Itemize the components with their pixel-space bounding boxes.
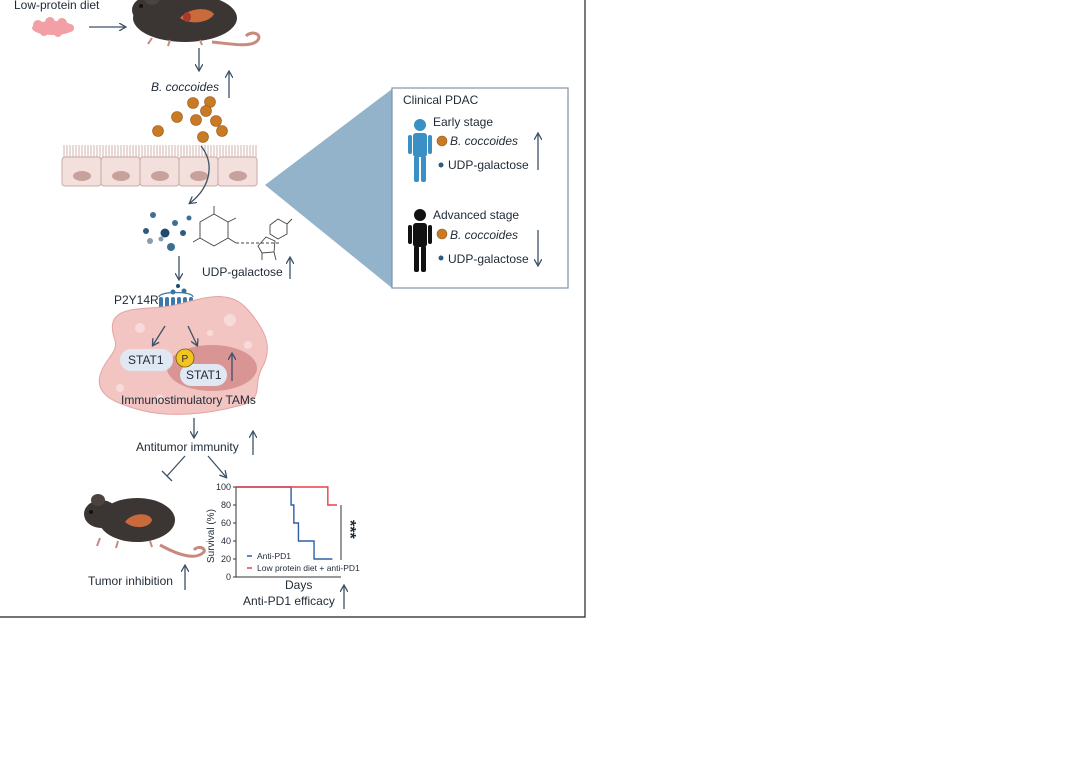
advanced-metabolite-icon — [438, 255, 444, 261]
legend-label-anti-pd1: Anti-PD1 — [257, 551, 291, 561]
series-line-anti-pd1 — [236, 486, 333, 560]
diet-label: Low-protein diet — [14, 0, 100, 12]
stat1-box — [120, 349, 173, 371]
legend-label-combo: Low protein diet + anti-PD1 — [257, 563, 360, 573]
udp-galactose-structure-icon — [192, 206, 293, 261]
significance-stars: *** — [341, 520, 358, 539]
mouse-bottom-icon — [84, 494, 206, 558]
tam-label: Immunostimulatory TAMs — [121, 393, 256, 407]
tumor-label: Tumor inhibition — [88, 574, 173, 588]
udp-galactose-molecules-icon — [143, 212, 192, 251]
advanced-stage-label: Advanced stage — [433, 208, 519, 222]
stat1-label: STAT1 — [128, 353, 164, 367]
diet-food-icon — [32, 17, 74, 37]
receptor-to-pstat1-arrow — [187, 325, 197, 345]
early-stage-person-icon — [408, 119, 432, 182]
bacteria-label: B. coccoides — [151, 80, 219, 94]
early-bacteria-icon — [436, 135, 448, 147]
metabolite-label: UDP-galactose — [202, 265, 283, 279]
chart-x-axis-label: Days — [285, 578, 312, 592]
immunity-inhibits-tumor-arrow — [161, 455, 186, 482]
immunity-label: Antitumor immunity — [136, 440, 239, 454]
chart-y-axis-label: Survival (%) — [206, 509, 217, 563]
clinical-title: Clinical PDAC — [403, 93, 479, 107]
efficacy-label: Anti-PD1 efficacy — [243, 594, 335, 608]
early-bacteria-label: B. coccoides — [450, 134, 518, 148]
figure-border — [0, 0, 586, 618]
pstat1-label: STAT1 — [186, 368, 222, 382]
advanced-stage-person-icon — [408, 209, 432, 272]
immunity-to-efficacy-arrow — [207, 455, 226, 477]
phospho-badge-icon — [175, 348, 195, 368]
receptor-to-stat1-arrow — [153, 325, 166, 345]
receptor-label: P2Y14R — [114, 293, 159, 307]
advanced-bacteria-icon — [436, 228, 448, 240]
advanced-bacteria-label: B. coccoides — [450, 228, 518, 242]
chart-y-tick-label: 100 — [216, 482, 231, 492]
chart-y-tick-label: 0 — [226, 572, 231, 582]
series-line-combo — [236, 486, 337, 506]
chart-y-tick-label: 60 — [221, 518, 231, 528]
advanced-metabolite-label: UDP-galactose — [448, 252, 529, 266]
pstat1-box — [180, 364, 227, 386]
chart-y-tick-label: 80 — [221, 500, 231, 510]
phospho-badge: P — [182, 354, 189, 365]
mouse-top-icon — [132, 0, 261, 47]
survival-chart: 0 20 40 60 80 100 *** Survival (%) Days Anti-… — [206, 482, 360, 592]
early-stage-label: Early stage — [433, 115, 493, 129]
early-metabolite-label: UDP-galactose — [448, 158, 529, 172]
chart-y-tick-label: 20 — [221, 554, 231, 564]
clinical-funnel-shape — [265, 89, 392, 288]
intestinal-epithelium-icon — [61, 145, 258, 187]
tam-vesicles-icon — [116, 314, 252, 402]
epithelium-crossing-arrow — [190, 145, 210, 203]
early-metabolite-icon — [438, 162, 444, 168]
bacteria-cluster-icon — [152, 96, 228, 143]
chart-legend: Anti-PD1 Low protein diet + anti-PD1 — [247, 551, 360, 573]
chart-y-tick-label: 40 — [221, 536, 231, 546]
clinical-pdac-panel: Clinical PDAC Early stage B. coccoides U… — [391, 87, 569, 289]
